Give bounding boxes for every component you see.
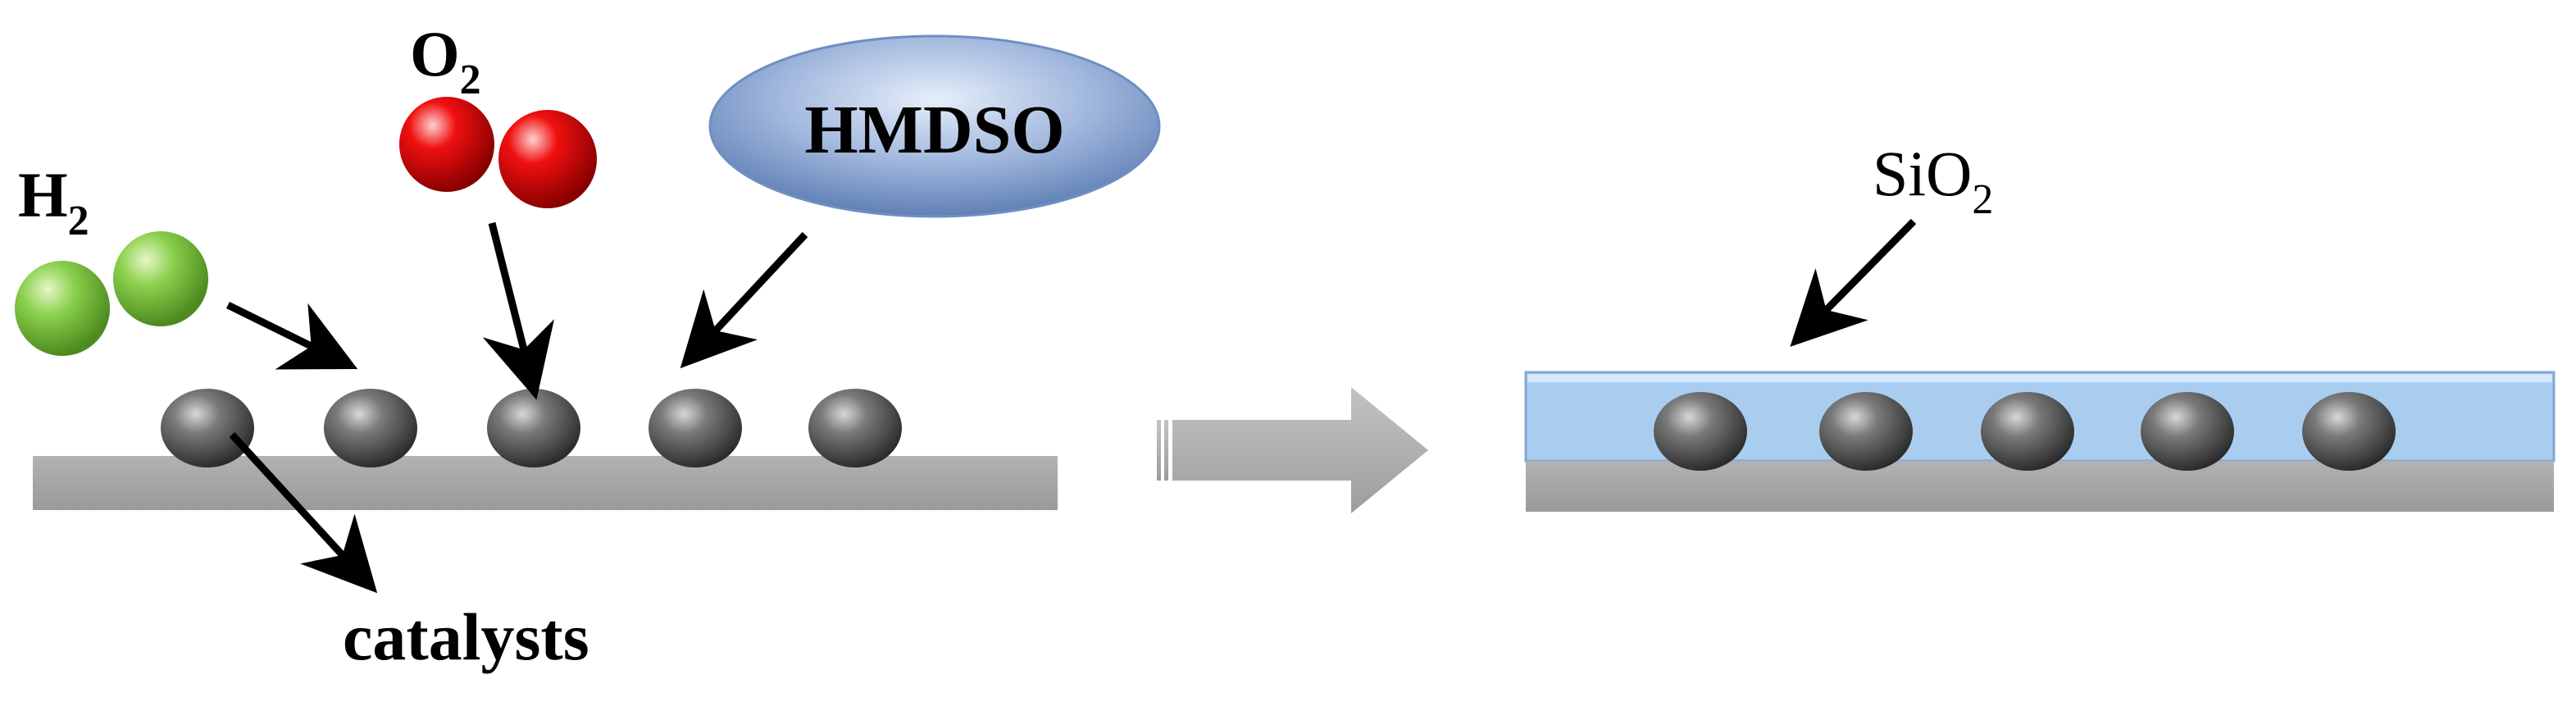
left-panel: H2 O2 HMDSO catalysts [15,18,1161,674]
catalyst-particle [1654,392,1747,471]
catalysts-label: catalysts [343,599,589,674]
h2-atom [15,261,110,356]
o2-label: O2 [410,18,481,103]
sio2-layer-highlight [1527,374,2552,382]
process-arrow [1157,387,1428,513]
catalyst-particle [487,389,580,467]
catalyst-particle [2302,392,2396,471]
catalyst-particle [649,389,742,467]
left-catalysts [161,389,902,467]
sio2-label: SiO2 [1873,138,1993,223]
hmdso-label: HMDSO [804,92,1064,168]
process-arrow-stripe [1164,420,1168,481]
catalyst-particle [1981,392,2074,471]
right-catalysts [1654,392,2396,471]
h2-atom [113,231,208,326]
h2-arrow [226,301,358,370]
o2-molecule [399,97,597,208]
o2-atom [399,97,494,192]
h2-molecule [15,231,208,356]
catalyst-particle [161,389,254,467]
catalyst-particle [1819,392,1913,471]
hmdso-arrow [680,231,808,369]
catalyst-particle [324,389,417,467]
hmdso-bubble [708,34,1161,218]
sio2-arrow [1790,218,1917,347]
o2-arrow [482,221,555,400]
catalyst-particle [2141,392,2234,471]
h2-label: H2 [18,159,89,244]
process-arrow-stripe [1157,420,1161,481]
catalyst-particle [808,389,902,467]
process-arrow-body [1172,387,1428,513]
catalysts-arrow [229,431,378,594]
right-panel: SiO2 [1524,138,2556,512]
o2-atom [498,110,597,208]
